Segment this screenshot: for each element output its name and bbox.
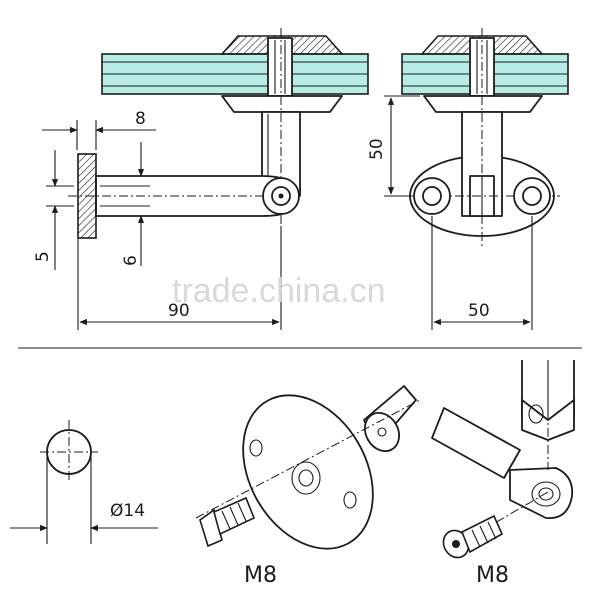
front-view: 50 50	[367, 28, 569, 330]
clamp-lower-front	[423, 95, 543, 113]
dim-label-50: 50	[367, 138, 387, 160]
dim-label-5: 5	[33, 251, 53, 262]
clamp-lower	[221, 95, 343, 113]
screw-label-right: M8	[476, 563, 509, 588]
dim-label-diameter: Ø14	[110, 501, 145, 521]
flange-exploded-view: M8	[195, 385, 421, 588]
button-head-screw	[442, 514, 504, 559]
tube-section-view: Ø14	[10, 420, 158, 544]
knuckle-tube	[431, 407, 521, 479]
flange-plate	[242, 394, 374, 550]
dim-label-50-width: 50	[468, 301, 490, 321]
side-view: 8 5 6 90	[33, 28, 369, 330]
knuckle-exploded-view: M8	[431, 360, 575, 588]
dim-label-6: 6	[121, 255, 141, 266]
dim-label-90: 90	[168, 301, 190, 321]
through-bolt	[267, 37, 293, 97]
knuckle-end	[509, 467, 574, 519]
screw-label-left: M8	[244, 563, 277, 588]
countersunk-screw	[199, 496, 256, 548]
wall-flange	[77, 153, 97, 239]
watermark: trade.china.cn	[172, 272, 386, 310]
dim-label-8: 8	[135, 109, 146, 129]
